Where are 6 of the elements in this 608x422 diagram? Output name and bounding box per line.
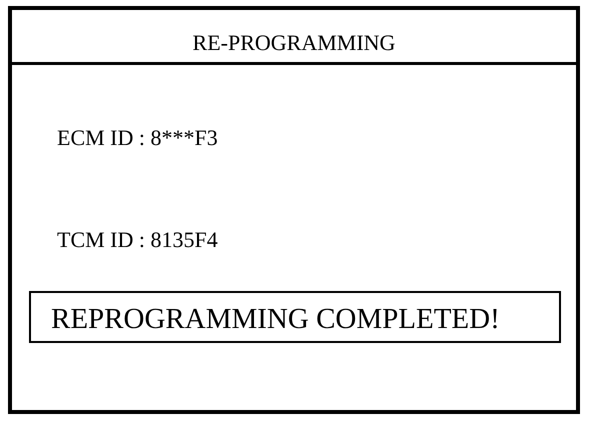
message-box bbox=[29, 291, 561, 343]
screen-panel bbox=[8, 6, 580, 414]
status-message: REPROGRAMMING COMPLETED! bbox=[51, 305, 500, 334]
tcm-id-text: TCM ID : 8135F4 bbox=[57, 229, 218, 251]
ecm-id-text: ECM ID : 8***F3 bbox=[57, 127, 218, 149]
screen-title: RE-PROGRAMMING bbox=[192, 32, 396, 54]
